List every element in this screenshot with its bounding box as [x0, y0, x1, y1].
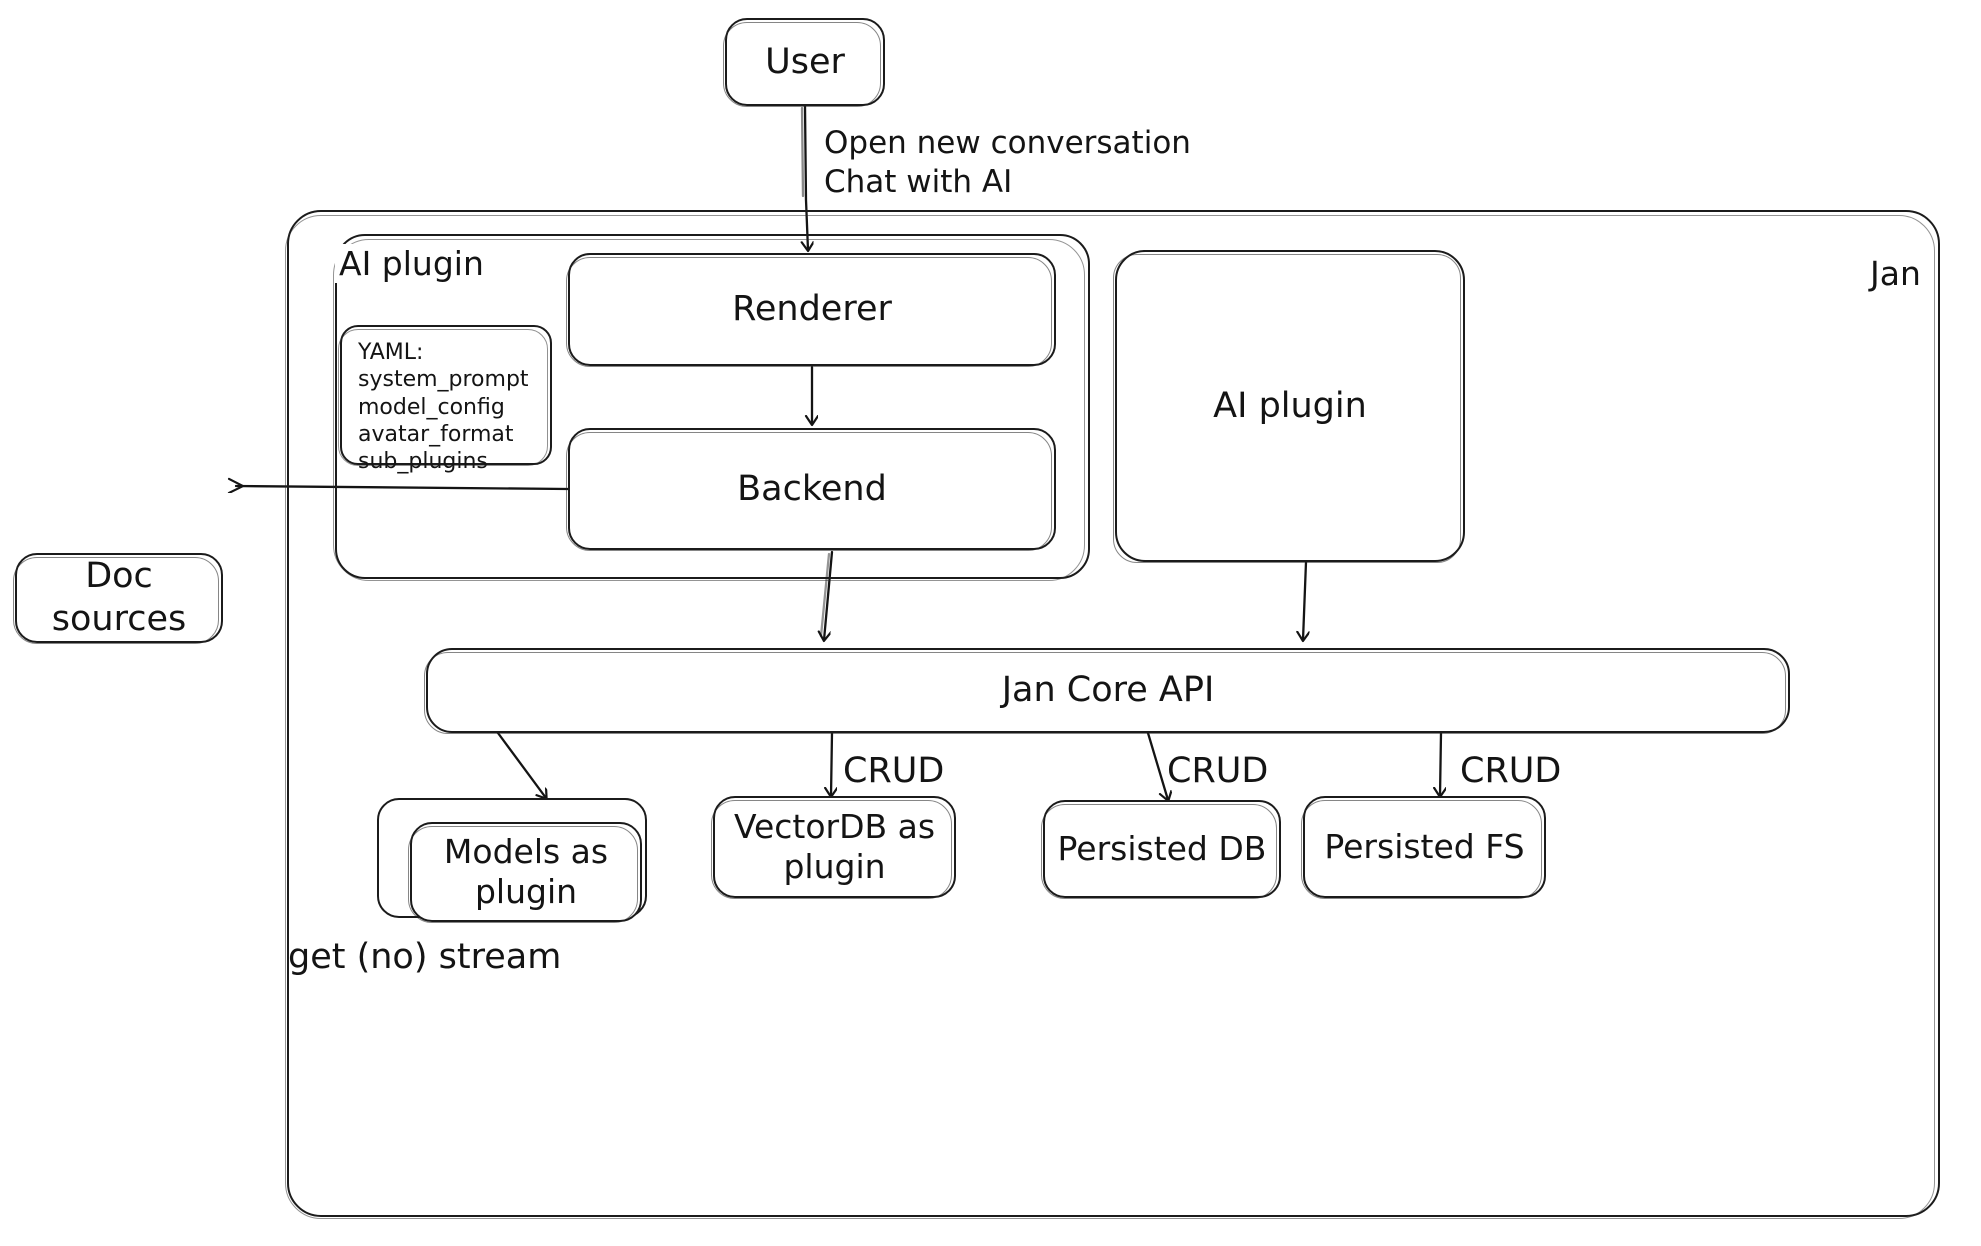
node-jan-core-api[interactable]: Jan Core API [424, 648, 1790, 734]
node-user[interactable]: User [723, 18, 885, 107]
group-jan-label: Jan [1866, 254, 1925, 293]
node-persisted-db[interactable]: Persisted DB [1041, 800, 1281, 899]
yaml-config-note: YAML: system_prompt model_config avatar_… [338, 325, 552, 474]
node-persisted-fs[interactable]: Persisted FS [1301, 796, 1546, 899]
edge-label-crud-vectordb: CRUD [843, 751, 945, 791]
node-vectordb-as-plugin[interactable]: VectorDB as plugin [711, 796, 956, 899]
edge-label-crud-fs: CRUD [1460, 751, 1562, 791]
node-doc-sources[interactable]: Doc sources [13, 553, 223, 644]
group-ai-plugin-label: AI plugin [335, 244, 488, 283]
node-renderer[interactable]: Renderer [566, 253, 1056, 367]
edge-label-user-to-renderer: Open new conversation Chat with AI [824, 125, 1191, 200]
node-models-as-plugin[interactable]: Models as plugin [408, 822, 642, 923]
edge-label-crud-db: CRUD [1167, 751, 1269, 791]
edge-label-get-no-stream: get (no) stream [288, 937, 562, 977]
node-ai-plugin[interactable]: AI plugin [1113, 250, 1465, 563]
node-backend[interactable]: Backend [566, 428, 1056, 551]
